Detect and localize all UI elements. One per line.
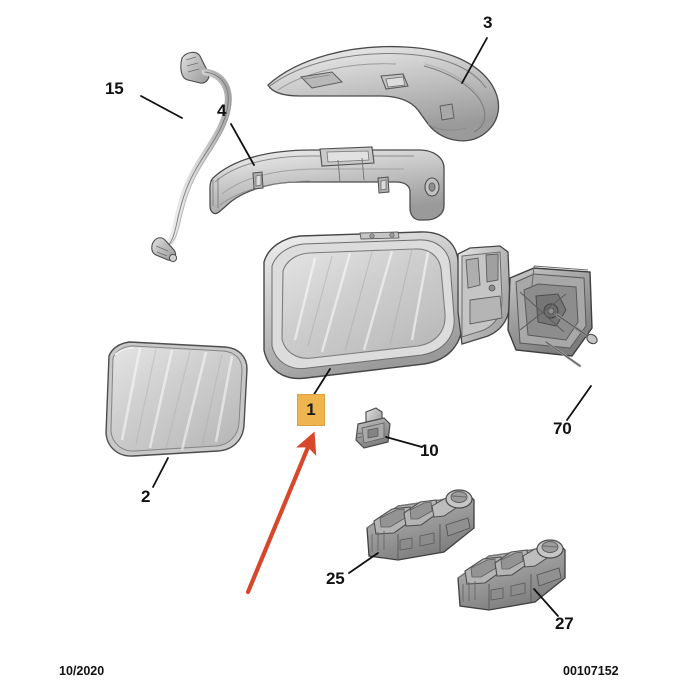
leader-2	[152, 457, 169, 488]
footer-date-code: 10/2020	[59, 664, 105, 678]
footer-drawing-number: 00107152	[563, 664, 619, 678]
callout-label-25: 25	[326, 569, 345, 588]
part-25-window-switch-panel	[366, 489, 475, 561]
callout-label-10: 10	[420, 441, 439, 460]
leader-70	[566, 385, 592, 421]
leader-10	[385, 436, 423, 448]
callout-leader-lines	[140, 37, 592, 617]
leader-25	[348, 552, 379, 574]
part-27-window-switch-panel	[457, 539, 566, 611]
part-3-mirror-cover-cap	[267, 45, 500, 142]
part-4-lower-trim-bracket	[209, 146, 445, 221]
callout-label-2: 2	[141, 487, 151, 506]
callout-label-27: 27	[555, 614, 574, 633]
part-10-retaining-clip	[355, 407, 391, 449]
part-1-complete-mirror-assembly	[263, 231, 598, 380]
callout-label-70: 70	[553, 419, 572, 438]
highlight-arrow	[245, 431, 317, 595]
leader-1	[312, 368, 331, 397]
callout-label-3: 3	[483, 13, 493, 32]
highlighted-callout-1[interactable]: 1	[297, 394, 325, 426]
part-2-mirror-glass	[105, 341, 248, 457]
callout-label-15: 15	[105, 79, 124, 98]
leader-15	[140, 95, 183, 119]
leader-4	[230, 123, 255, 166]
leader-3	[461, 37, 488, 84]
callout-label-4: 4	[217, 101, 227, 120]
leader-27	[533, 588, 559, 617]
part-15-wiring-harness	[151, 51, 232, 263]
